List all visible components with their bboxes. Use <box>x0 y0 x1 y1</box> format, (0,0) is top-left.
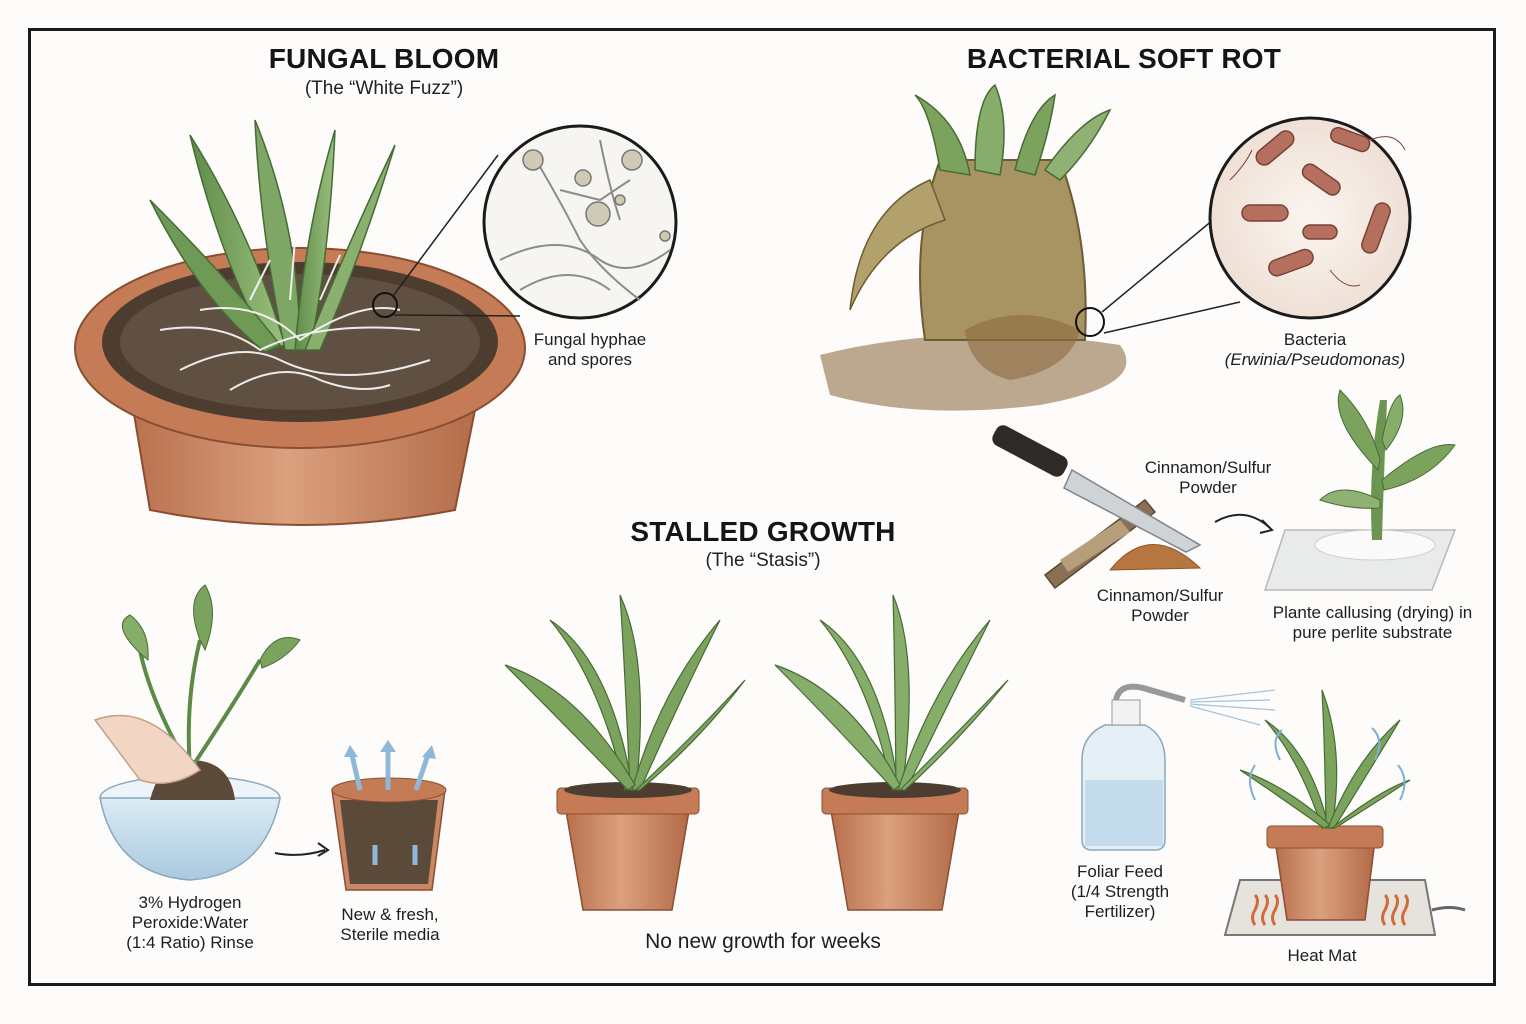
fungal-hyphae-label: Fungal hyphae and spores <box>533 330 647 370</box>
fungal-bloom-subtitle: (The “White Fuzz”) <box>304 78 464 99</box>
knife-cutting-illustration <box>992 425 1202 590</box>
fungal-bloom-title: FUNGAL BLOOM <box>268 43 500 74</box>
stalled-pot-left <box>504 594 746 911</box>
fungal-magnifier-icon <box>392 124 678 320</box>
diagram-frame <box>28 28 1496 986</box>
powder-label-top: Cinnamon/Sulfur Powder <box>1144 458 1272 498</box>
rinse-label: 3% Hydrogen Peroxide:Water (1:4 Ratio) R… <box>126 893 254 953</box>
heat-mat-label: Heat Mat <box>1287 946 1357 965</box>
rinse-bowl-illustration <box>93 584 301 881</box>
no-growth-caption: No new growth for weeks <box>645 930 881 953</box>
rinse-arrow <box>274 849 326 856</box>
powder-label-bottom: Cinnamon/Sulfur Powder <box>1096 586 1224 626</box>
stalled-growth-title: STALLED GROWTH <box>630 516 896 547</box>
stalled-growth-subtitle: (The “Stasis”) <box>705 550 821 571</box>
bacterial-plant-illustration <box>820 83 1127 411</box>
perlite-tray-illustration <box>1263 389 1457 591</box>
spray-bottle-illustration <box>1081 683 1276 851</box>
fresh-media-pot-illustration <box>331 740 447 891</box>
callus-arrow <box>1214 513 1271 529</box>
callus-label: Plante callusing (drying) in pure perlit… <box>1272 603 1473 643</box>
bacteria-magnifier-icon <box>1101 116 1412 334</box>
foliar-feed-label: Foliar Feed (1/4 Strength Fertilizer) <box>1070 862 1170 922</box>
bacteria-label: Bacteria (Erwinia/Pseudomonas) <box>1224 330 1406 370</box>
bacterial-soft-rot-title: BACTERIAL SOFT ROT <box>966 43 1282 74</box>
fresh-media-label: New & fresh, Sterile media <box>340 905 440 945</box>
fungal-pot-illustration <box>74 119 526 526</box>
heat-mat-illustration <box>1223 689 1466 936</box>
stalled-pot-right <box>774 594 1009 911</box>
